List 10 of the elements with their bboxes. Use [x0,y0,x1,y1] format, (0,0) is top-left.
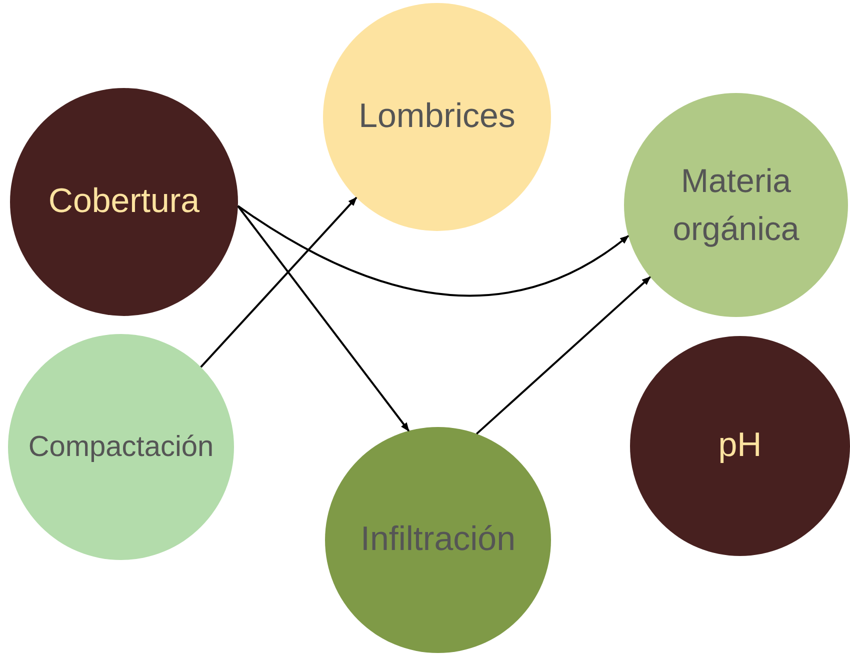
arrow [237,205,630,296]
topic-label: Compactación [28,430,214,465]
arrow [237,205,410,432]
arrow [200,196,358,368]
topic-label: pH [718,425,762,466]
topic-label: Materia orgánica [672,161,800,249]
topic-label: Cobertura [48,181,200,222]
topic-label: Infiltración [360,519,516,560]
topic-label: Lombrices [358,96,516,138]
arrow [476,276,651,435]
